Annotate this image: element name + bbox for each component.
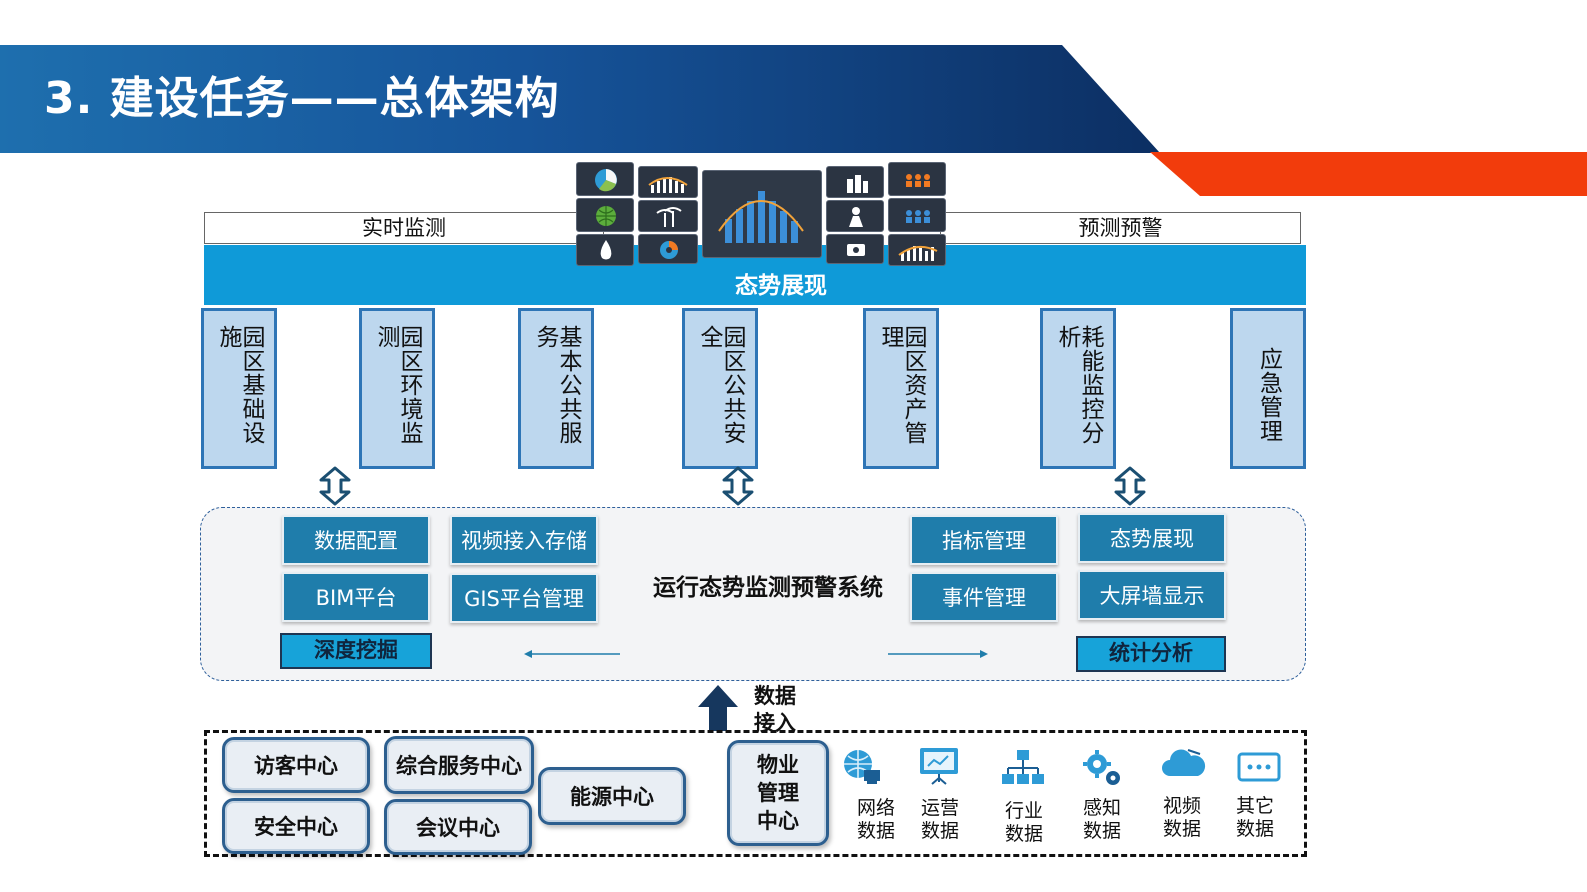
- feature-gis-platform: GIS平台管理: [450, 573, 598, 623]
- crowd-icon: [888, 162, 946, 196]
- sensing-data-label: 感知 数据: [1082, 797, 1121, 842]
- security-center-card: 安全中心: [222, 798, 370, 854]
- realtime-monitoring-label: 实时监测: [204, 212, 604, 244]
- header-accent-stripe: [1150, 152, 1587, 196]
- visitor-center-card: 访客中心: [222, 737, 370, 793]
- dashboard-illustration: [576, 160, 948, 268]
- data-ingest-arrow-icon: [698, 685, 738, 731]
- feature-bim-platform: BIM平台: [282, 572, 430, 622]
- double-arrow-icon: [319, 466, 351, 506]
- module-infrastructure: 园区基础设施: [201, 308, 277, 469]
- energy-center-card: 能源中心: [538, 767, 686, 825]
- meeting-center-card: 会议中心: [384, 799, 532, 855]
- situation-display-title: 态势展现: [735, 273, 827, 299]
- module-label: 园区环境监测: [373, 325, 422, 445]
- right-arrow-icon: [888, 650, 988, 658]
- camera-icon: [826, 234, 884, 264]
- network-icon: [1002, 750, 1044, 784]
- deep-mining-tag: 深度挖掘: [280, 633, 432, 669]
- module-label: 耗能监控分析: [1054, 325, 1103, 445]
- water-drop-icon: [576, 234, 634, 266]
- forecast-warning-label: 预测预警: [940, 212, 1301, 244]
- feature-event-management: 事件管理: [910, 572, 1058, 622]
- industry-data-label: 行业 数据: [1004, 800, 1043, 845]
- palm-trees-icon: [638, 200, 698, 232]
- module-asset-management: 园区资产管理: [863, 308, 939, 469]
- globe-icon: [576, 198, 634, 232]
- feature-video-storage: 视频接入存储: [450, 515, 598, 565]
- header-banner: [0, 45, 1160, 153]
- feature-indicator-management: 指标管理: [910, 515, 1058, 565]
- system-title: 运行态势监测预警系统: [653, 575, 883, 601]
- bar-trend-chart-icon: [888, 234, 946, 266]
- service-center-card: 综合服务中心: [384, 736, 534, 794]
- bar-line-chart-icon: [638, 166, 698, 198]
- video-data-label: 视频 数据: [1162, 795, 1201, 840]
- people-icon: [888, 198, 946, 232]
- module-label: 应急管理: [1255, 347, 1282, 443]
- feature-data-config: 数据配置: [282, 515, 430, 565]
- left-arrow-icon: [524, 650, 620, 658]
- feature-situation-display: 态势展现: [1078, 513, 1226, 563]
- module-energy-monitoring: 耗能监控分析: [1040, 308, 1116, 469]
- big-screen-bar-chart-icon: [702, 170, 822, 258]
- module-label: 园区公共安全: [696, 325, 745, 445]
- module-label: 园区基础设施: [215, 325, 264, 445]
- module-label: 园区资产管理: [877, 325, 926, 445]
- other-data-label: 其它 数据: [1235, 795, 1274, 840]
- cloud-icon: [1162, 749, 1206, 776]
- module-public-safety: 园区公共安全: [682, 308, 758, 469]
- data-sources-panel: [204, 730, 1307, 857]
- globe-icon: [844, 750, 880, 784]
- statistical-analysis-tag: 统计分析: [1076, 636, 1226, 672]
- operations-data-label: 运营 数据: [920, 797, 959, 842]
- module-emergency-management: 应急管理: [1230, 308, 1306, 469]
- module-label: 基本公共服务: [532, 325, 581, 445]
- presentation-icon: [920, 748, 958, 785]
- gears-icon: [1083, 750, 1120, 785]
- double-arrow-icon: [722, 466, 754, 506]
- module-environment-monitoring: 园区环境监测: [359, 308, 435, 469]
- donut-chart-icon: [638, 234, 698, 264]
- network-data-label: 网络 数据: [856, 797, 895, 842]
- module-public-services: 基本公共服务: [518, 308, 594, 469]
- chat-icon: [1237, 752, 1281, 782]
- property-management-center-card: 物业 管理 中心: [727, 740, 829, 846]
- page-title: 3. 建设任务——总体架构: [44, 73, 560, 124]
- pie-chart-icon: [576, 162, 634, 196]
- city-icon: [826, 166, 884, 198]
- double-arrow-icon: [1114, 466, 1146, 506]
- worker-icon: [826, 200, 884, 232]
- feature-big-screen-display: 大屏墙显示: [1078, 570, 1226, 620]
